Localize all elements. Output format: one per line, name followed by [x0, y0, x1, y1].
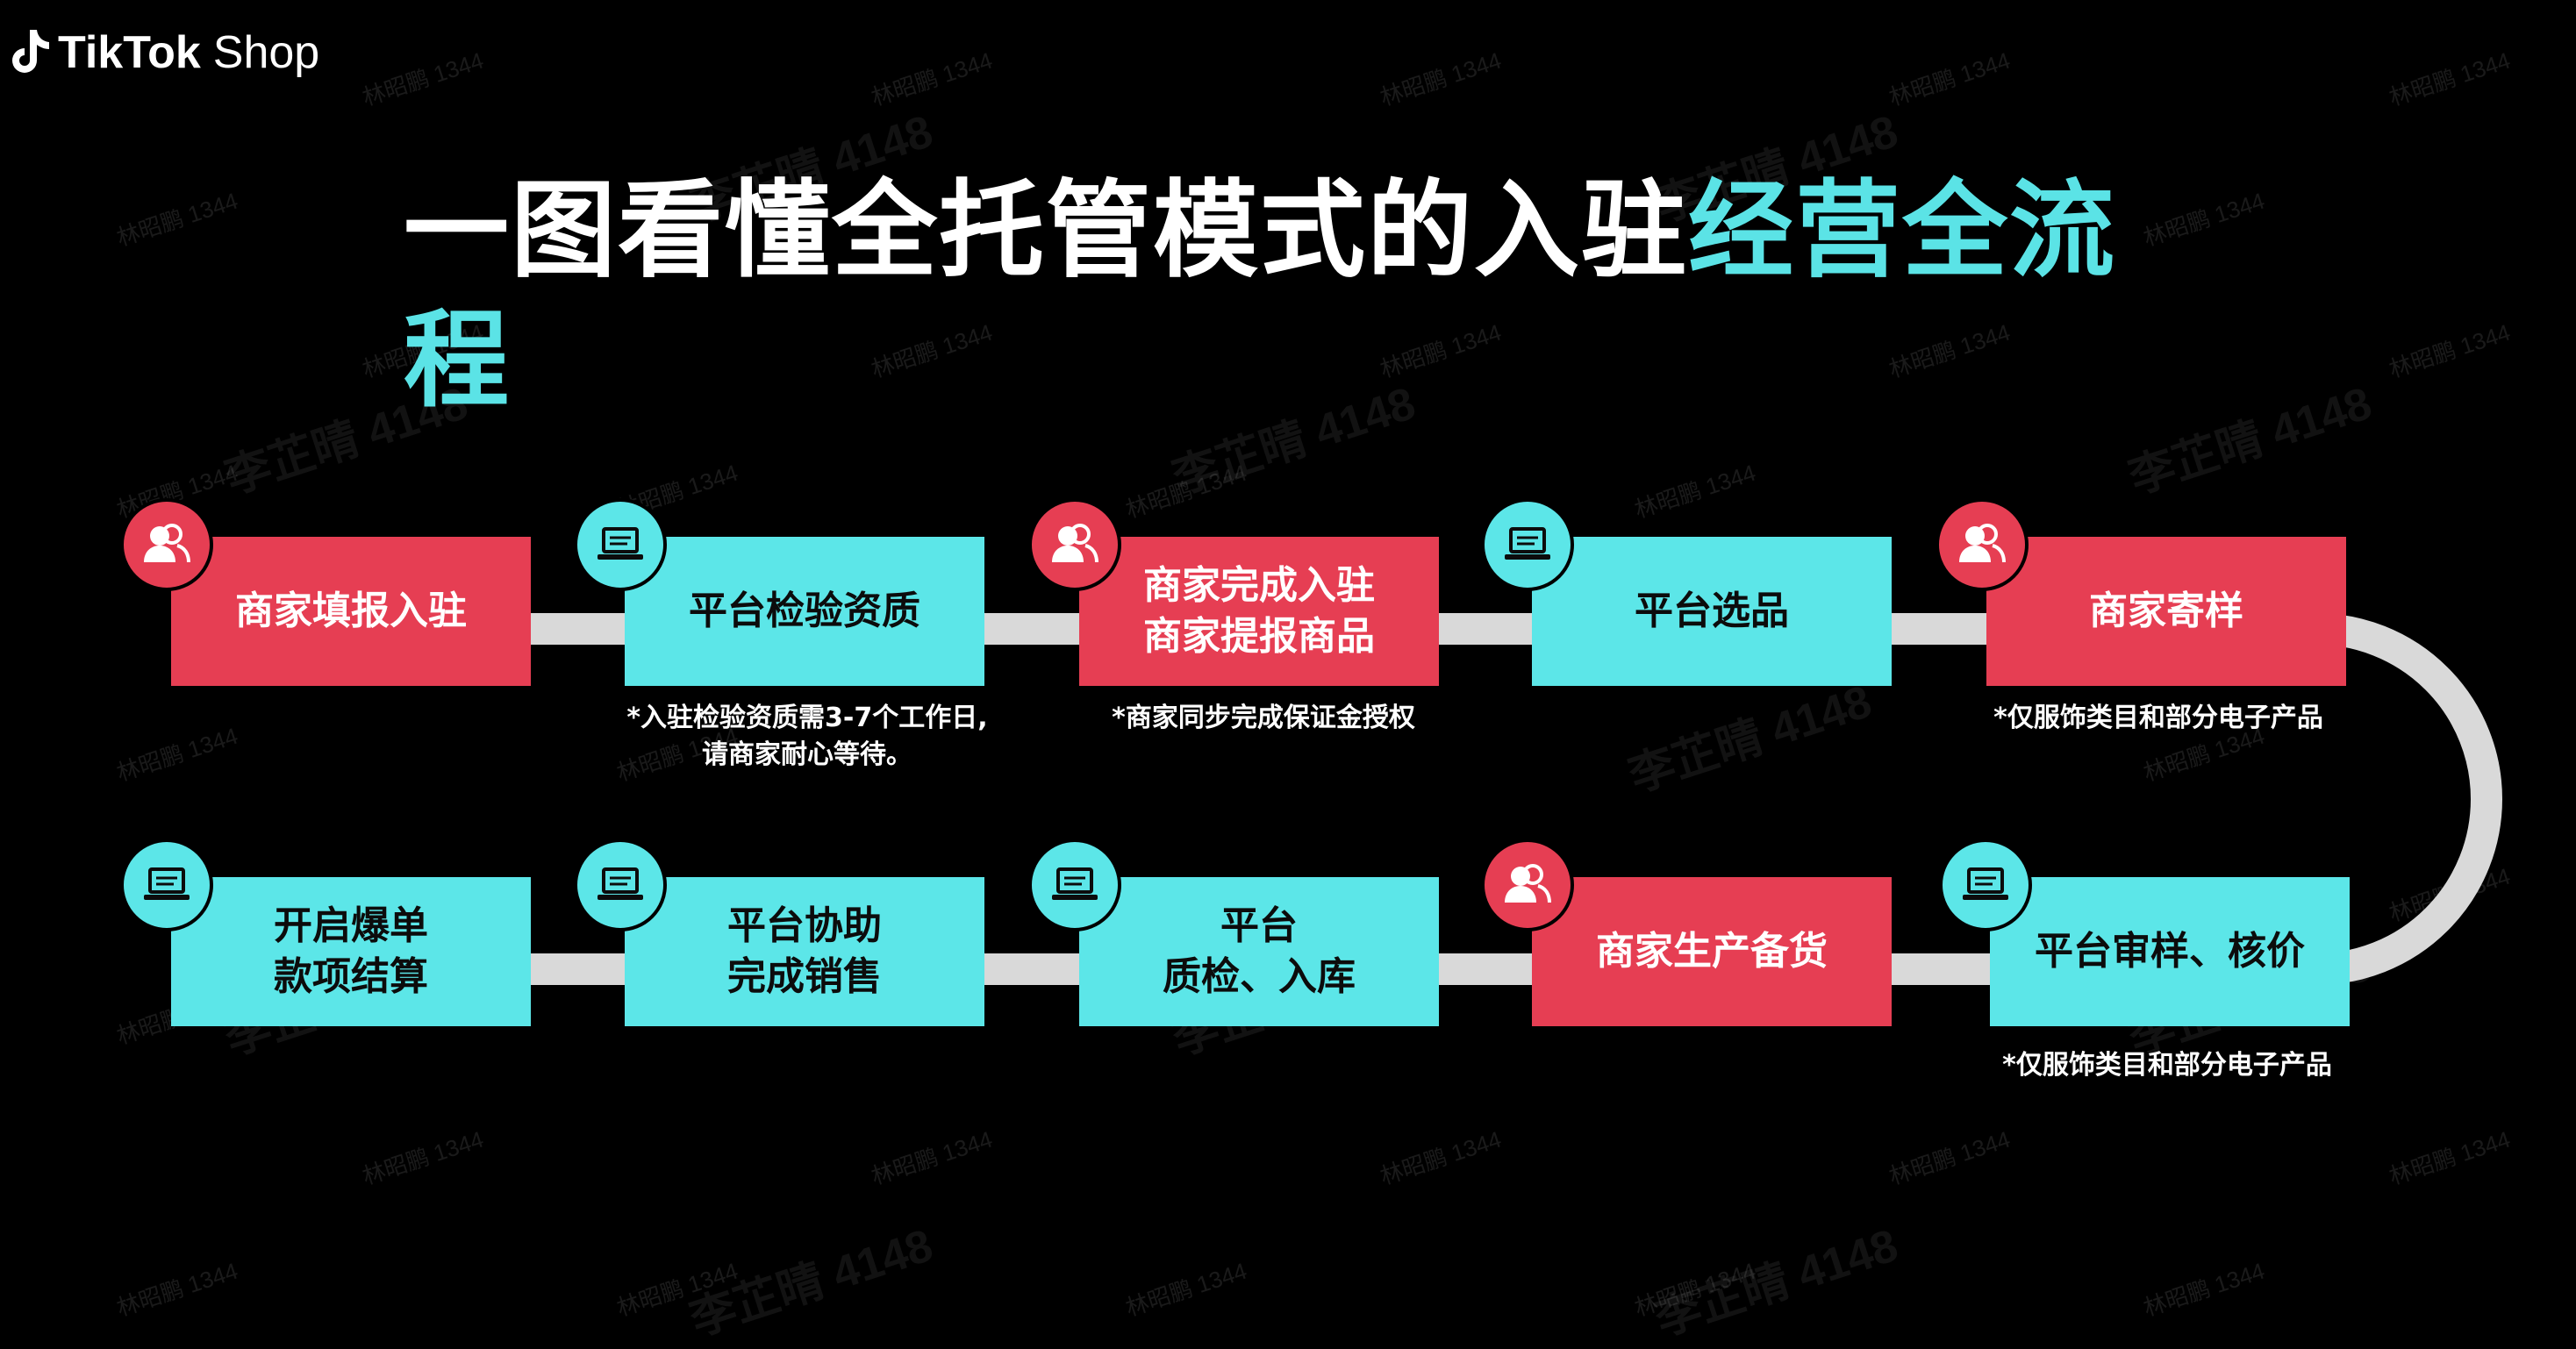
flow-step: 商家完成入驻 商家提报商品 [1079, 537, 1439, 686]
flow-step-label: 平台协助 完成销售 [727, 903, 882, 999]
tiktok-note-icon [12, 30, 49, 73]
flow-step: 平台检验资质 [625, 537, 984, 686]
flow-step-label: 平台 质检、入库 [1163, 903, 1356, 999]
flow-step-label: 开启爆单 款项结算 [274, 903, 428, 999]
flow-step-label: 商家寄样 [2089, 589, 2243, 633]
laptop-icon [1939, 839, 2032, 931]
laptop-icon [574, 839, 667, 931]
person-icon [1936, 498, 2029, 591]
page-title: 一图看懂全托管模式的入驻经营全流 程 [404, 167, 2158, 426]
person-icon [120, 498, 213, 591]
person-icon [1028, 498, 1121, 591]
flow-step-label: 商家生产备货 [1596, 929, 1828, 974]
flow-step: 平台选品 [1532, 537, 1892, 686]
laptop-icon [1481, 498, 1574, 591]
flow-step: 平台审样、核价 [1990, 877, 2350, 1026]
flow-step-label: 商家完成入驻 商家提报商品 [1143, 563, 1375, 659]
flow-step: 商家生产备货 [1532, 877, 1892, 1026]
flow-step: 平台 质检、入库 [1079, 877, 1439, 1026]
laptop-icon [1028, 839, 1121, 931]
person-icon [1481, 839, 1574, 931]
flow-step-label: 平台检验资质 [689, 589, 920, 633]
flow-step: 开启爆单 款项结算 [171, 877, 531, 1026]
flow-step: 商家填报入驻 [171, 537, 531, 686]
brand-light: Shop [212, 27, 320, 78]
title-main: 一图看懂全托管模式的入驻 [404, 170, 1688, 292]
flow-step: 商家寄样 [1986, 537, 2346, 686]
flow-step-label: 平台选品 [1635, 589, 1789, 633]
step-note: *仅服饰类目和部分电子产品 [2002, 1050, 2332, 1081]
step-note: *入驻检验资质需3-7个工作日, 请商家耐心等待。 [626, 703, 988, 770]
flow-step-label: 平台审样、核价 [2035, 929, 2305, 974]
step-note: *仅服饰类目和部分电子产品 [1993, 703, 2323, 733]
title-accent-continued: 程 [404, 300, 511, 422]
laptop-icon [574, 498, 667, 591]
title-accent: 经营全流 [1688, 170, 2116, 292]
flow-track-path [518, 613, 2502, 985]
flow-step-label: 商家填报入驻 [235, 589, 467, 633]
step-note: *商家同步完成保证金授权 [1112, 703, 1415, 733]
laptop-icon [120, 839, 213, 931]
flow-step: 平台协助 完成销售 [625, 877, 984, 1026]
brand-bold: TikTok [58, 27, 201, 78]
